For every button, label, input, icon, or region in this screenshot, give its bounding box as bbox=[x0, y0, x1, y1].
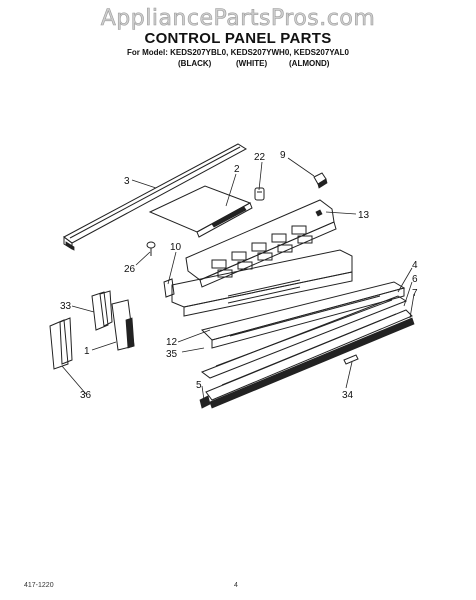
part-control-panel bbox=[185, 199, 337, 288]
keypad-grid bbox=[211, 225, 313, 278]
callout-26: 26 bbox=[124, 264, 136, 275]
callout-33: 33 bbox=[60, 301, 72, 312]
part-back-panel bbox=[163, 249, 353, 317]
callout-36: 36 bbox=[80, 390, 92, 401]
color-black: (BLACK) bbox=[178, 59, 212, 68]
part-switch-bracket bbox=[111, 299, 135, 351]
part-end-cap bbox=[199, 395, 211, 409]
part-trim-rails bbox=[200, 295, 415, 409]
color-almond: (ALMOND) bbox=[289, 59, 330, 68]
callout-35: 35 bbox=[166, 349, 178, 360]
part-base-tray bbox=[201, 281, 406, 349]
callout-22: 22 bbox=[254, 152, 266, 163]
callout-9: 9 bbox=[280, 150, 286, 161]
callout-4: 4 bbox=[412, 260, 418, 271]
callout-7: 7 bbox=[412, 288, 418, 299]
callout-labels: 3 2 22 9 13 10 26 4 6 7 33 12 35 1 5 34 … bbox=[60, 150, 418, 401]
part-screw bbox=[146, 241, 156, 256]
callout-3: 3 bbox=[124, 176, 130, 187]
leader-lines bbox=[61, 157, 415, 401]
callout-12: 12 bbox=[166, 337, 178, 348]
part-end-support bbox=[49, 317, 73, 370]
model-line: For Model: KEDS207YBL0, KEDS207YWH0, KED… bbox=[127, 48, 349, 57]
part-small-bracket bbox=[343, 354, 359, 365]
callout-13: 13 bbox=[358, 210, 370, 221]
part-knob bbox=[313, 172, 328, 189]
document-code: 417-1220 bbox=[24, 582, 54, 589]
part-side-bracket bbox=[91, 290, 113, 331]
watermark: AppliancePartsPros.com bbox=[100, 6, 376, 32]
callout-2: 2 bbox=[234, 164, 240, 175]
part-overlay-sheet bbox=[148, 185, 253, 238]
part-clip bbox=[254, 187, 265, 201]
color-white: (WHITE) bbox=[236, 59, 268, 68]
callout-10: 10 bbox=[170, 242, 182, 253]
page-title: CONTROL PANEL PARTS bbox=[144, 30, 332, 47]
callout-1: 1 bbox=[84, 346, 90, 357]
callout-5: 5 bbox=[196, 380, 202, 391]
callout-6: 6 bbox=[412, 274, 418, 285]
page-number: 4 bbox=[234, 582, 238, 589]
callout-34: 34 bbox=[342, 390, 354, 401]
part-trim-strip bbox=[63, 143, 247, 251]
